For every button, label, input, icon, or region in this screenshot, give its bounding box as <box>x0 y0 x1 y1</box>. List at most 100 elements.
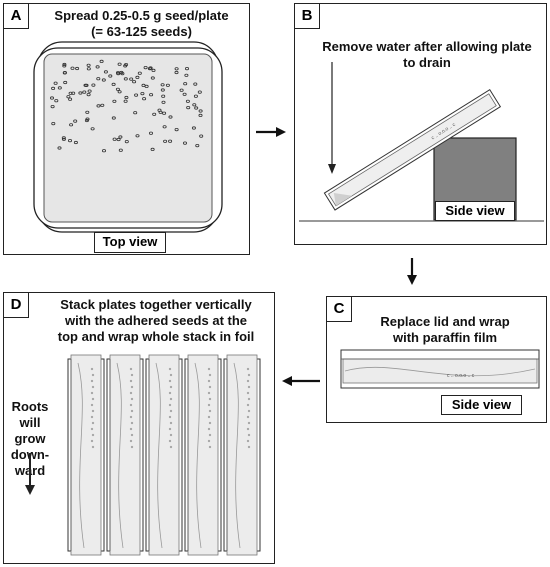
seed <box>168 139 173 143</box>
seed <box>69 123 74 127</box>
seed <box>73 119 78 123</box>
seed <box>160 88 165 92</box>
seed <box>82 90 87 94</box>
seed <box>95 65 100 69</box>
tilted-petri-plate: c .. o.o.o .. c <box>323 89 502 211</box>
seed <box>51 86 56 91</box>
seed <box>108 74 113 78</box>
panel-a-view-label: Top view <box>94 232 166 253</box>
drain-pointer-arrowhead <box>328 164 336 174</box>
seed <box>75 66 80 71</box>
seed <box>182 141 187 145</box>
arrow-b-to-c <box>407 258 417 285</box>
stacked-plate <box>106 354 144 556</box>
panel-c-letter: C <box>326 296 352 322</box>
panel-b-letter: B <box>294 3 320 29</box>
seed <box>129 77 134 81</box>
seed <box>117 90 122 94</box>
seed <box>68 139 73 143</box>
seed <box>148 131 153 135</box>
panel-a-title-line1: Spread 0.25-0.5 g seed/plate <box>54 8 229 23</box>
panel-b-instruction-line1: Remove water after allowing plate <box>322 39 532 54</box>
panel-c: C Replace lid and wrap with paraffin fil… <box>326 296 547 423</box>
seed <box>86 93 91 97</box>
seed <box>184 66 189 71</box>
seed <box>54 99 59 103</box>
panel-d-letter: D <box>3 292 29 318</box>
seed <box>151 68 156 73</box>
seed <box>174 70 179 75</box>
seed <box>57 86 62 90</box>
seed <box>119 70 124 75</box>
seed <box>123 64 128 68</box>
svg-text:c .. o.o.o .. c: c .. o.o.o .. c <box>447 373 475 379</box>
wrapped-plate-diagram: c .. o.o.o .. c <box>340 349 540 389</box>
seed <box>50 96 55 100</box>
seed <box>103 70 108 74</box>
seed <box>111 116 116 120</box>
seed <box>102 149 107 153</box>
seed <box>116 137 121 142</box>
seed <box>61 136 66 140</box>
seed <box>96 77 101 81</box>
panel-a-title-line2: (= 63-125 seeds) <box>91 24 192 39</box>
seed <box>117 62 122 66</box>
seed <box>133 111 138 115</box>
seed <box>112 99 117 103</box>
panel-b-instruction-line2: to drain <box>403 55 451 70</box>
seed <box>62 62 67 67</box>
seed <box>68 91 73 95</box>
seed <box>186 106 191 110</box>
seed <box>134 93 139 97</box>
stacked-plates-diagram <box>25 354 261 556</box>
panel-a-letter: A <box>3 3 29 29</box>
seed <box>123 77 128 81</box>
seed <box>61 137 66 141</box>
seed <box>111 82 116 87</box>
panel-b: B Remove water after allowing plate to d… <box>294 3 547 245</box>
seed <box>174 128 179 132</box>
seed <box>192 103 197 107</box>
seed <box>63 80 68 85</box>
seed <box>149 93 154 97</box>
seed <box>150 147 155 151</box>
seed <box>160 83 165 87</box>
seed <box>68 97 73 101</box>
seed <box>73 140 78 145</box>
panel-d-instruction-line3: top and wrap whole stack in foil <box>57 329 255 344</box>
seed <box>158 110 163 114</box>
seed <box>185 99 190 103</box>
stacked-plate <box>223 354 261 556</box>
seed <box>150 76 155 80</box>
downward-arrow-head <box>25 485 35 495</box>
seed <box>162 111 167 115</box>
seed <box>51 122 56 126</box>
seed <box>147 66 152 71</box>
seed <box>184 73 189 77</box>
seed <box>194 106 199 110</box>
seed <box>87 89 92 93</box>
seed <box>53 81 58 85</box>
seed <box>199 134 204 138</box>
seed <box>86 67 91 71</box>
seed <box>162 125 167 129</box>
seed <box>191 126 196 130</box>
seed <box>71 91 76 95</box>
seed <box>115 87 120 91</box>
panel-b-view-label: Side view <box>435 201 515 221</box>
panel-c-instruction-line1: Replace lid and wrap <box>380 314 510 329</box>
panel-c-instruction-line2: with paraffin film <box>393 330 497 345</box>
seed <box>124 95 129 100</box>
seed <box>135 134 140 138</box>
seed <box>198 109 203 113</box>
seed <box>143 65 148 70</box>
stacked-plate <box>184 354 222 556</box>
seed <box>85 110 90 114</box>
seed-cluster <box>50 59 204 153</box>
seed <box>197 90 202 94</box>
seed <box>62 71 67 75</box>
stacked-plate <box>67 354 105 556</box>
seed <box>174 67 179 71</box>
arrow-a-to-b <box>256 127 286 137</box>
seed <box>118 148 123 152</box>
